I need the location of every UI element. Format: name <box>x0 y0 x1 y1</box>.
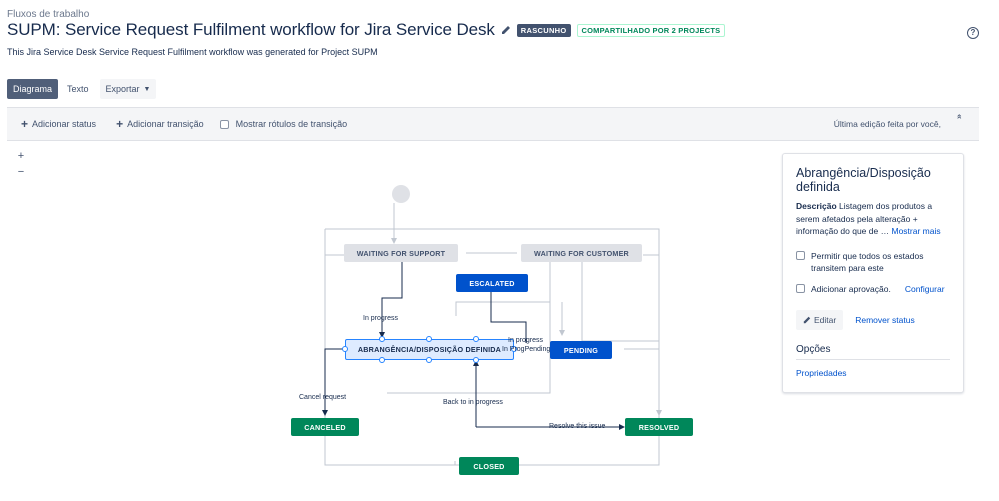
initial-state-circle <box>392 185 410 203</box>
status-resolved[interactable]: RESOLVED <box>625 418 693 436</box>
page-title: SUPM: Service Request Fulfilment workflo… <box>7 20 495 39</box>
last-edit-text: Última edição feita por você, <box>833 119 941 129</box>
options-heading: Opções <box>796 344 950 360</box>
show-transition-labels-toggle[interactable]: Mostrar rótulos de transição <box>219 119 348 129</box>
allow-all-label: Permitir que todos os estados transitem … <box>811 250 924 273</box>
allow-all-transitions-option[interactable]: Permitir que todos os estados transitem … <box>796 250 950 274</box>
show-labels-label: Mostrar rótulos de transição <box>235 119 348 129</box>
status-waiting-for-support[interactable]: WAITING FOR SUPPORT <box>344 244 458 262</box>
plus-icon: + <box>116 116 124 131</box>
add-transition-label: Adicionar transição <box>127 119 204 129</box>
help-icon[interactable]: ? <box>967 27 979 39</box>
draft-badge: RASCUNHO <box>516 23 571 37</box>
zoom-out-button[interactable]: − <box>17 166 25 178</box>
view-tabs: Diagrama Texto Exportar ▼ <box>7 79 157 99</box>
transition-label[interactable]: In ProgPending <box>502 346 551 353</box>
add-status-button[interactable]: + Adicionar status <box>21 116 97 131</box>
transition-label[interactable]: Resolve this issue <box>549 423 606 430</box>
status-escalated[interactable]: ESCALATED <box>456 274 528 292</box>
properties-link[interactable]: Propriedades <box>796 367 847 378</box>
add-approval-label: Adicionar aprovação. <box>811 283 891 294</box>
workflow-description: This Jira Service Desk Service Request F… <box>7 47 378 57</box>
status-waiting-for-customer[interactable]: WAITING FOR CUSTOMER <box>521 244 642 262</box>
panel-actions: Editar Remover status <box>796 309 950 330</box>
status-canceled[interactable]: CANCELED <box>291 418 359 436</box>
add-transition-button[interactable]: + Adicionar transição <box>116 116 204 131</box>
breadcrumb[interactable]: Fluxos de trabalho <box>7 9 90 20</box>
transition-lines <box>322 203 662 466</box>
status-pending[interactable]: PENDING <box>550 341 612 359</box>
diagram-toolbar: + Adicionar status + Adicionar transição… <box>7 107 979 141</box>
show-labels-checkbox[interactable] <box>219 119 229 129</box>
shared-badge[interactable]: COMPARTILHADO POR 2 PROJECTS <box>576 23 726 37</box>
description-label: Descrição <box>796 201 837 211</box>
panel-status-title: Abrangência/Disposição definida <box>796 166 931 194</box>
edit-status-button[interactable]: Editar <box>796 309 844 330</box>
configure-link[interactable]: Configurar <box>904 283 945 294</box>
transition-label[interactable]: In progress <box>363 315 399 322</box>
title-row: SUPM: Service Request Fulfilment workflo… <box>7 20 726 40</box>
export-dropdown[interactable]: Exportar ▼ <box>99 79 157 99</box>
add-status-label: Adicionar status <box>32 119 97 129</box>
tab-text[interactable]: Texto <box>67 84 89 94</box>
description-ellipsis: … <box>880 226 890 236</box>
status-closed[interactable]: CLOSED <box>459 457 519 475</box>
edit-pencil-icon[interactable] <box>501 25 511 35</box>
show-more-link[interactable]: Mostrar mais <box>891 226 941 236</box>
status-details-panel: Abrangência/Disposição definida Descriçã… <box>782 153 964 393</box>
zoom-in-button[interactable]: + <box>17 150 25 162</box>
add-approval-option[interactable]: Adicionar aprovação. Configurar <box>796 283 950 295</box>
transition-label[interactable]: Cancel request <box>299 394 347 401</box>
description-text: Listagem dos produtos a serem afetados p… <box>796 201 933 236</box>
remove-status-link[interactable]: Remover status <box>855 314 915 325</box>
edit-label: Editar <box>814 314 837 325</box>
tab-diagram[interactable]: Diagrama <box>7 79 59 99</box>
transition-label[interactable]: In progress <box>508 337 544 344</box>
export-label: Exportar <box>105 84 140 94</box>
panel-description: Descrição Listagem dos produtos a serem … <box>796 200 950 238</box>
pencil-icon <box>803 316 811 323</box>
workflow-canvas[interactable]: + − <box>7 141 979 501</box>
plus-icon: + <box>21 116 29 131</box>
add-approval-checkbox[interactable] <box>796 283 805 293</box>
collapse-up-icon[interactable]: ⌃⌃ <box>955 113 963 125</box>
chevron-down-icon: ▼ <box>143 85 151 93</box>
status-abrangencia-disposicao-definida[interactable]: ABRANGÊNCIA/DISPOSIÇÃO DEFINIDA <box>345 339 514 360</box>
transition-label[interactable]: Back to in progress <box>443 399 503 406</box>
allow-all-checkbox[interactable] <box>796 250 805 260</box>
